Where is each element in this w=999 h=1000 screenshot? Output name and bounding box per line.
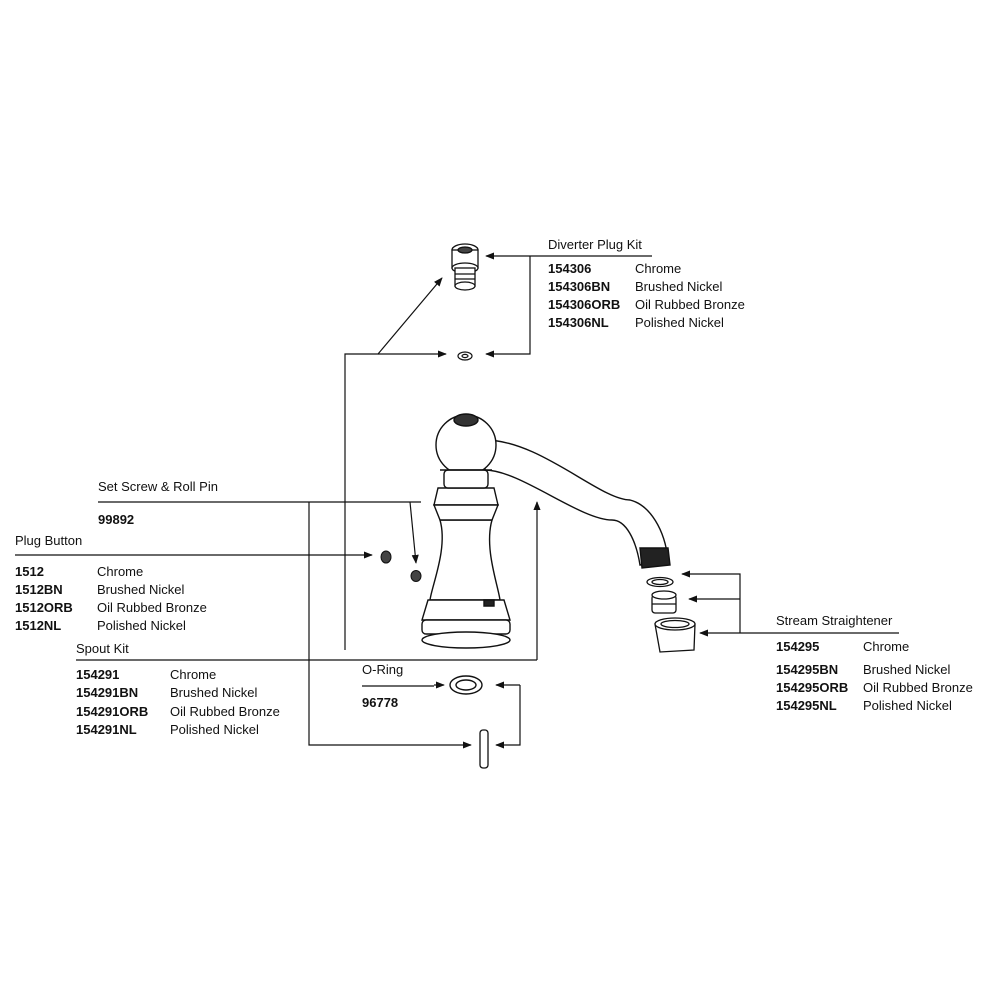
part-number: 154295NL <box>776 698 837 713</box>
stream-bracket <box>681 570 741 633</box>
finish: Brushed Nickel <box>170 685 258 700</box>
diverter-plug-kit-title: Diverter Plug Kit <box>548 237 642 252</box>
finish: Brushed Nickel <box>635 279 723 294</box>
spout-left-bracket <box>308 502 472 749</box>
finish: Chrome <box>97 564 144 579</box>
plug-button-title: Plug Button <box>15 533 83 548</box>
part-number: 154306BN <box>548 279 611 294</box>
diverter-washer-part <box>457 351 473 361</box>
part-number: 1512 <box>15 564 44 579</box>
finish: Polished Nickel <box>170 722 259 737</box>
finish: Polished Nickel <box>863 698 952 713</box>
diverter-plug-part <box>451 243 479 291</box>
part-number: 154295BN <box>776 662 839 677</box>
o-ring-title: O-Ring <box>362 662 404 677</box>
o-ring-part <box>449 675 483 695</box>
part-number: 154306ORB <box>548 297 621 312</box>
finish: Polished Nickel <box>635 315 724 330</box>
finish: Brushed Nickel <box>863 662 951 677</box>
part-number: 154291NL <box>76 722 137 737</box>
spout-kit-title: Spout Kit <box>76 641 129 656</box>
finish: Chrome <box>635 261 682 276</box>
part-number: 96778 <box>362 695 399 710</box>
part-number: 154306 <box>548 261 592 276</box>
set-screw-part <box>410 570 422 582</box>
part-number: 1512ORB <box>15 600 73 615</box>
finish: Chrome <box>863 639 910 654</box>
part-number: 154295ORB <box>776 680 849 695</box>
setscrew-leader <box>409 501 419 564</box>
finish: Oil Rubbed Bronze <box>635 297 745 312</box>
finish: Brushed Nickel <box>97 582 185 597</box>
finish: Chrome <box>170 667 217 682</box>
part-number: 154291ORB <box>76 704 149 719</box>
part-number: 99892 <box>98 512 135 527</box>
finish: Oil Rubbed Bronze <box>170 704 280 719</box>
faucet-spout-body <box>421 413 671 649</box>
oring-down-bracket <box>495 685 521 749</box>
finish: Oil Rubbed Bronze <box>97 600 207 615</box>
part-number: 154291 <box>76 667 120 682</box>
finish: Oil Rubbed Bronze <box>863 680 973 695</box>
part-number: 154306NL <box>548 315 609 330</box>
part-number: 154295 <box>776 639 820 654</box>
part-number: 1512NL <box>15 618 62 633</box>
set-screw-roll-pin-title: Set Screw & Roll Pin <box>98 479 218 494</box>
diverter-leader-bracket <box>485 256 531 358</box>
stream-straightener-title: Stream Straightener <box>776 613 893 628</box>
finish: Polished Nickel <box>97 618 186 633</box>
part-number: 154291BN <box>76 685 139 700</box>
part-number: 1512BN <box>15 582 63 597</box>
stream-straightener-parts <box>646 576 696 653</box>
roll-pin-part <box>479 729 489 769</box>
plug-button-part <box>380 550 392 564</box>
diverter-left-bracket <box>344 277 443 650</box>
